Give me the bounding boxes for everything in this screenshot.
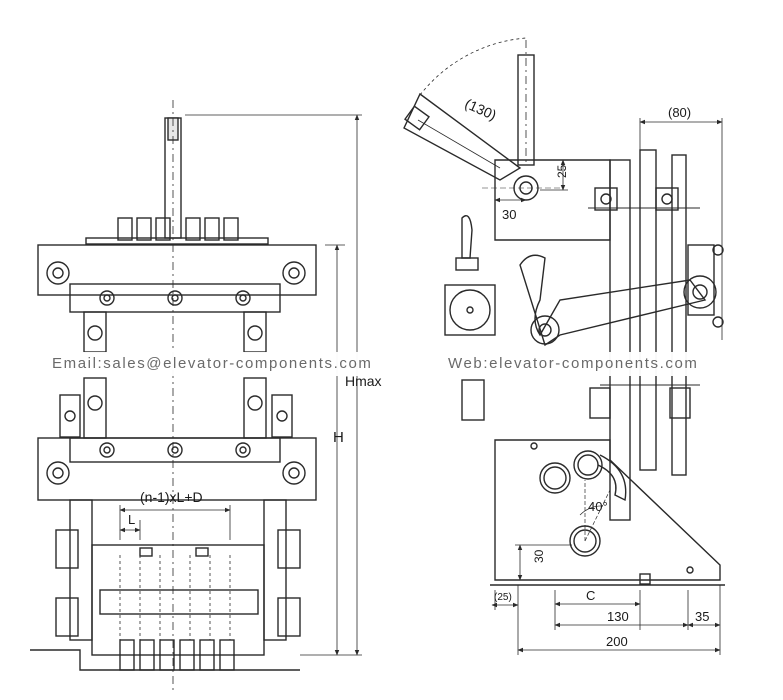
bolt	[282, 261, 306, 285]
dim-200-label: 200	[606, 634, 628, 649]
hmax-label: Hmax	[345, 373, 382, 389]
dim-25-label: 25	[555, 164, 569, 178]
upper-plate	[37, 244, 317, 296]
dim-130-label: 130	[607, 609, 629, 624]
dim-25-base-label: (25)	[494, 592, 512, 603]
mount-hole	[573, 450, 603, 480]
watermark-email: Email:sales@elevator-components.com	[50, 352, 375, 376]
top-contacts	[85, 217, 269, 245]
front-view	[30, 100, 362, 690]
lower-contact-stack	[30, 499, 301, 671]
dim-35-label: 35	[695, 609, 709, 624]
dim-30-upper-label: 30	[502, 207, 516, 222]
angle-label: 40°	[588, 499, 608, 514]
dim-c-label: C	[586, 588, 595, 603]
upper-bar	[69, 283, 281, 313]
limit-switch	[444, 215, 496, 421]
pitch-label: (n-1)xL+D	[140, 489, 203, 505]
height-label: H	[333, 429, 344, 446]
spacing-label: L	[128, 512, 135, 527]
side-rod	[517, 54, 535, 166]
handle	[403, 92, 522, 181]
mount-hole	[539, 462, 571, 494]
watermark-web: Web:elevator-components.com	[446, 352, 701, 376]
bolt	[46, 261, 70, 285]
cam-lever	[519, 254, 707, 347]
handle-length-label: (130)	[463, 95, 499, 123]
side-view	[403, 37, 725, 655]
middle-bar	[69, 437, 281, 463]
pivot-hole	[513, 175, 539, 201]
offset-top-label: (80)	[668, 105, 691, 120]
dim-30-lower-label: 30	[532, 549, 546, 563]
side-dimensions	[491, 118, 723, 653]
